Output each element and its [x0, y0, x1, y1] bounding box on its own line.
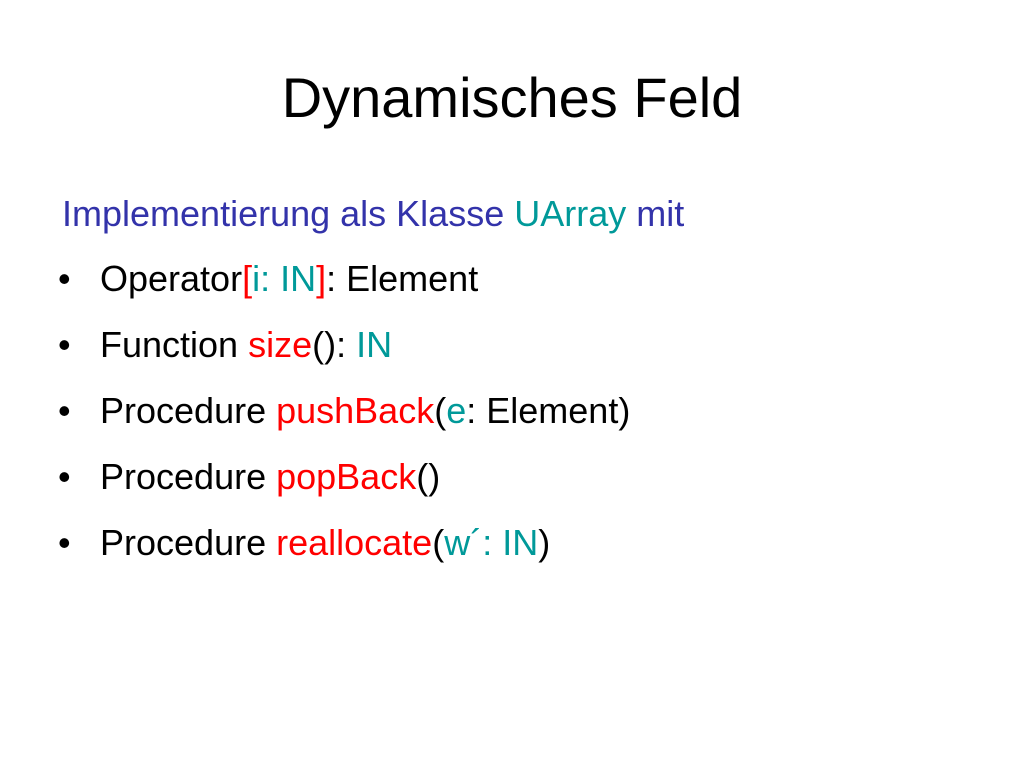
- bullet-text-segment: ): [538, 522, 551, 563]
- bullet-text-segment: : Element): [466, 390, 631, 431]
- bullet-text-segment: reallocate: [276, 522, 433, 563]
- intro-text-2: mit: [626, 193, 685, 234]
- bullet-text-segment: : Element: [326, 258, 479, 299]
- bullet-text-segment: (: [434, 390, 447, 431]
- bullet-item: • Function size(): IN: [58, 321, 630, 387]
- bullet-item: • Operator[i: IN]: Element: [58, 255, 630, 321]
- intro-line: Implementierung als Klasse UArray mit: [62, 190, 684, 238]
- bullet-text-segment: Procedure: [100, 456, 277, 497]
- bullet-text-segment: Procedure: [100, 522, 277, 563]
- bullet-text-segment: (): [416, 456, 441, 497]
- bullet-text-segment: [: [242, 258, 253, 299]
- bullet-list: •Operator[i: IN]: Element•Function size(…: [58, 255, 630, 585]
- bullet-text-segment: i: IN: [252, 258, 317, 299]
- bullet-text-segment: ]: [316, 258, 327, 299]
- bullet-text-segment: IN: [356, 324, 393, 365]
- bullet-text-segment: size: [248, 324, 313, 365]
- bullet-text-segment: w´: IN: [444, 522, 539, 563]
- bullet-text-segment: pushBack: [276, 390, 435, 431]
- bullet-text-segment: e: [446, 390, 467, 431]
- bullet-text-segment: Procedure: [100, 390, 277, 431]
- bullet-item: • Procedure reallocate(w´: IN): [58, 519, 630, 585]
- bullet-text-segment: ():: [312, 324, 357, 365]
- bullet-item: • Procedure popBack(): [58, 453, 630, 519]
- bullet-text-segment: (: [432, 522, 445, 563]
- bullet-symbol: •: [58, 390, 71, 431]
- bullet-symbol: •: [58, 522, 71, 563]
- bullet-symbol: •: [58, 258, 71, 299]
- bullet-symbol: •: [58, 324, 71, 365]
- bullet-symbol: •: [58, 456, 71, 497]
- bullet-text-segment: Function: [100, 324, 249, 365]
- bullet-item: • Procedure pushBack(e: Element): [58, 387, 630, 453]
- slide-title: Dynamisches Feld: [281, 66, 743, 129]
- intro-text-1: Implementierung als Klasse: [62, 193, 515, 234]
- bullet-text-segment: popBack: [276, 456, 417, 497]
- bullet-text-segment: Operator: [100, 258, 243, 299]
- intro-class-name: UArray: [514, 193, 627, 234]
